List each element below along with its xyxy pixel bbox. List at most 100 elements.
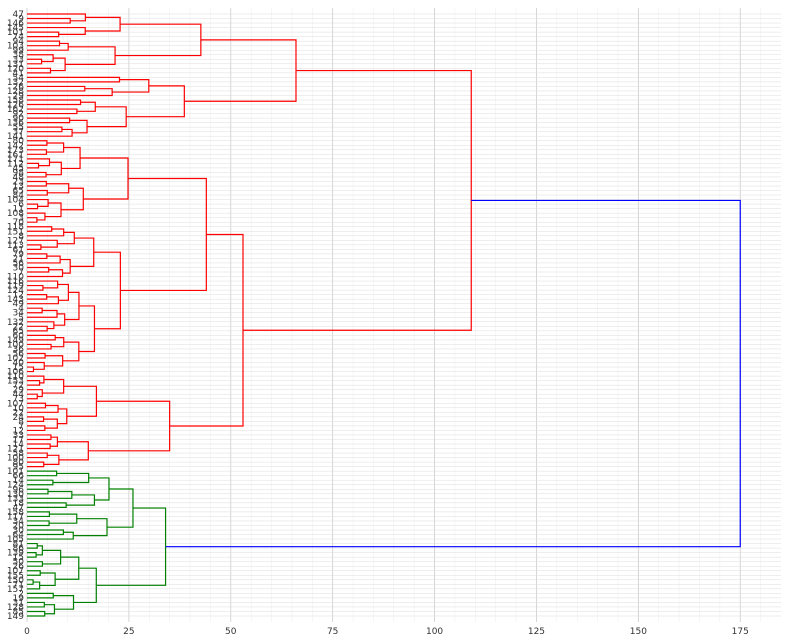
dendrogram-link — [27, 126, 63, 133]
dendrogram-link — [27, 26, 86, 35]
dendrogram-link — [27, 180, 47, 187]
leaf-label: 143 — [7, 295, 24, 305]
leaf-label: 7 — [18, 422, 24, 432]
leaf-label: 29 — [13, 386, 25, 396]
dendrogram-link — [93, 251, 121, 330]
dendrogram-link — [27, 452, 48, 459]
dendrogram-link — [49, 513, 78, 524]
leaf-label: 124 — [7, 286, 24, 296]
dendrogram-link — [55, 556, 80, 580]
dendrogram-link — [27, 212, 46, 221]
leaf-label: 79 — [13, 250, 25, 260]
leaf-label: 90 — [13, 114, 25, 124]
dendrogram-link — [42, 378, 65, 394]
leaf-label: 30 — [13, 526, 25, 536]
leaf-label: 85 — [13, 607, 24, 617]
dendrogram-link — [53, 595, 75, 610]
leaf-label: 4 — [18, 304, 24, 314]
leaf-label: 22 — [13, 408, 24, 418]
dendrogram-link — [27, 404, 59, 413]
x-tick-label: 50 — [225, 627, 237, 637]
leaf-label: 103 — [7, 42, 24, 52]
leaf-label: 47 — [13, 503, 24, 513]
dendrogram-link — [27, 531, 74, 540]
leaf-label: 17 — [13, 435, 24, 445]
leaf-label: 33 — [13, 55, 24, 65]
x-tick-label: 25 — [123, 627, 134, 637]
dendrogram-link — [27, 416, 45, 422]
leaf-label: 45 — [13, 164, 24, 174]
leaf-label: 6 — [18, 200, 24, 210]
dendrogram-link — [46, 142, 65, 153]
dendrogram-link — [57, 408, 68, 425]
leaf-label: 100 — [7, 340, 24, 350]
dendrogram-link — [27, 296, 60, 305]
leaf-label: 65 — [13, 327, 24, 337]
leaf-label: 56 — [13, 349, 25, 359]
leaf-label: 118 — [7, 223, 24, 233]
leaf-label: 49 — [13, 300, 25, 310]
dendrogram-link — [27, 334, 56, 341]
x-tick-label: 150 — [630, 627, 647, 637]
leaf-label: 12 — [13, 291, 24, 301]
leaf-label: 136 — [7, 119, 24, 129]
leaf-label: 33 — [13, 431, 24, 441]
leaf-label: 127 — [7, 236, 24, 246]
leaf-label: 11 — [13, 205, 24, 215]
leaf-label: 26 — [13, 82, 25, 92]
dendrogram-link — [27, 54, 54, 63]
leaf-label: 74 — [13, 33, 25, 43]
dendrogram-link — [43, 418, 58, 429]
leaf-label: 98 — [13, 168, 25, 178]
leaf-label: 110 — [7, 273, 24, 283]
leaf-label: 151 — [7, 227, 24, 237]
leaf-label: 30 — [13, 263, 25, 273]
leaf-label: 107 — [7, 567, 24, 577]
leaf-label: 26 — [13, 562, 25, 572]
leaf-label: 70 — [13, 218, 25, 228]
leaf-label: 54 — [13, 73, 25, 83]
leaf-label: 80 — [13, 137, 25, 147]
leaf-label: 112 — [7, 159, 24, 169]
leaf-label: 20 — [13, 521, 25, 531]
leaf-label: 80 — [13, 458, 25, 468]
dendrogram-link — [46, 161, 62, 176]
dendrogram-link — [27, 375, 45, 384]
leaf-label: 8 — [18, 232, 24, 242]
dendrogram-link — [27, 99, 82, 106]
leaf-label: 61 — [13, 245, 24, 255]
leaf-label: 48 — [13, 173, 25, 183]
dendrogram-link — [27, 117, 71, 124]
x-tick-label: 125 — [528, 627, 545, 637]
leaf-label: 12 — [13, 426, 24, 436]
leaf-label: 126 — [7, 101, 24, 111]
leaf-label: 14 — [13, 440, 25, 450]
leaf-label: 9 — [18, 15, 24, 25]
leaf-label: 96 — [13, 485, 25, 495]
leaf-label: 130 — [7, 490, 24, 500]
horizontal-grid — [27, 13, 781, 617]
dendrogram-link — [50, 436, 59, 447]
dendrogram-link — [27, 140, 48, 146]
leaf-label: 41 — [13, 69, 24, 79]
leaf-label: 131 — [7, 60, 24, 70]
leaf-label: 124 — [7, 481, 24, 491]
leaf-label: 5 — [18, 313, 24, 323]
leaf-label: 110 — [7, 372, 24, 382]
leaf-label: 132 — [7, 318, 24, 328]
dendrogram-link — [27, 529, 64, 536]
dendrogram-link — [62, 341, 80, 362]
leaf-label: 161 — [7, 150, 24, 160]
dendrogram-link — [165, 199, 741, 548]
leaf-label: 101 — [7, 28, 24, 38]
leaf-label: 121 — [7, 445, 24, 455]
leaf-label: 157 — [7, 585, 24, 595]
leaf-label: 107 — [7, 399, 24, 409]
leaf-label: 10 — [13, 404, 25, 414]
leaf-label: 105 — [7, 535, 24, 545]
leaf-label: 37 — [13, 128, 24, 138]
leaf-label: 31 — [13, 598, 24, 608]
